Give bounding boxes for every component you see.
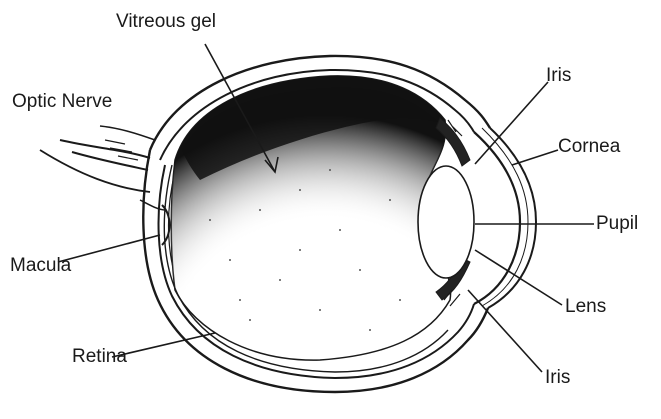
- pupil-label: Pupil: [596, 214, 638, 233]
- lens-label: Lens: [565, 297, 606, 316]
- lens-shape: [418, 166, 474, 278]
- cornea-label: Cornea: [558, 137, 620, 156]
- vitreous-gel-label: Vitreous gel: [116, 12, 216, 31]
- vitreous-body: [160, 70, 460, 370]
- iris-top-label: Iris: [546, 66, 571, 85]
- retina-label: Retina: [72, 347, 127, 366]
- macula-label: Macula: [10, 256, 71, 275]
- iris-bottom-label: Iris: [545, 368, 570, 387]
- optic-nerve-label: Optic Nerve: [12, 92, 112, 111]
